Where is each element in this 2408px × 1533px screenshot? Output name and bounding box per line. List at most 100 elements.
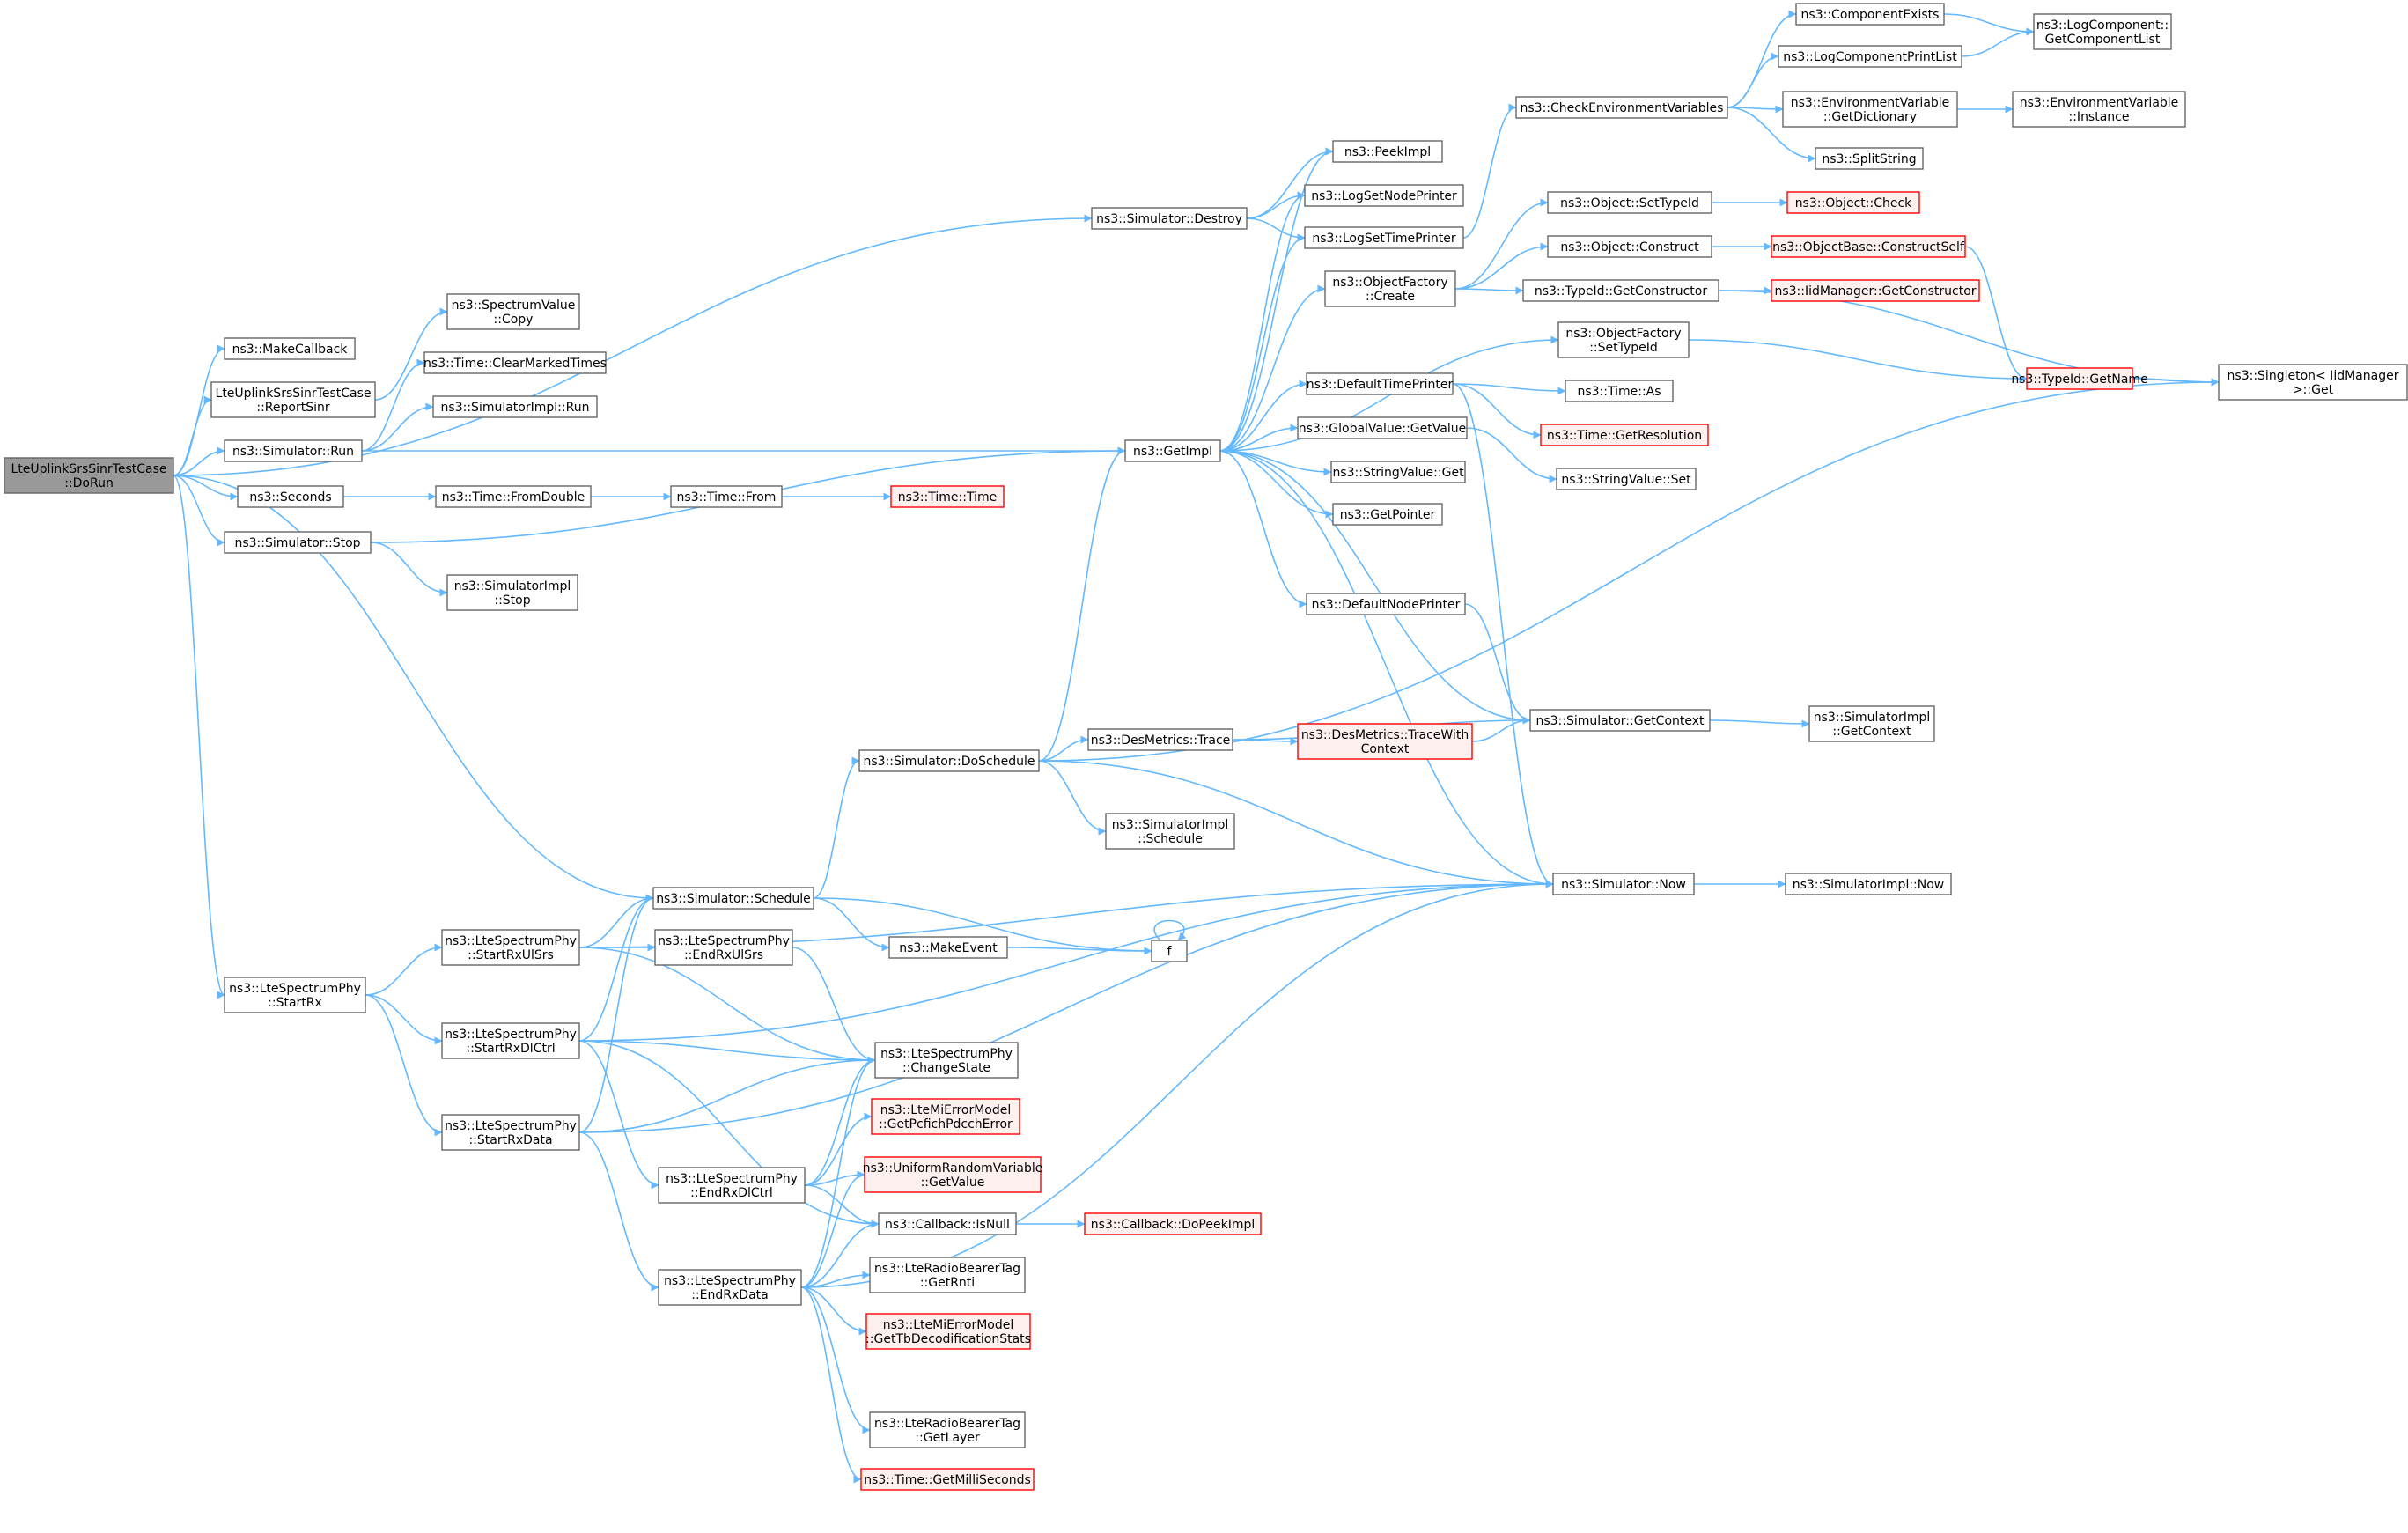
node-changeState[interactable]: ns3::LteSpectrumPhy::ChangeState xyxy=(874,1042,1019,1079)
node-gvGetValue[interactable]: ns3::GlobalValue::GetValue xyxy=(1297,416,1468,439)
node-cbIsNull[interactable]: ns3::Callback::IsNull xyxy=(878,1212,1017,1235)
node-compExists[interactable]: ns3::ComponentExists xyxy=(1795,3,1945,26)
node-implSchedule[interactable]: ns3::SimulatorImpl::Schedule xyxy=(1105,813,1235,850)
node-rbtGetLayer[interactable]: ns3::LteRadioBearerTag::GetLayer xyxy=(869,1411,1026,1448)
node-constructSelf[interactable]: ns3::ObjectBase::ConstructSelf xyxy=(1771,235,1966,258)
edge-endRxData-to-getMilli xyxy=(800,1286,862,1484)
node-envGetDict[interactable]: ns3::EnvironmentVariable::GetDictionary xyxy=(1782,91,1958,128)
node-getMilli[interactable]: ns3::Time::GetMilliSeconds xyxy=(860,1468,1035,1491)
node-objSetTypeId[interactable]: ns3::Object::SetTypeId xyxy=(1547,191,1712,214)
node-objCheck[interactable]: ns3::Object::Check xyxy=(1786,191,1920,214)
node-logSetNode[interactable]: ns3::LogSetNodePrinter xyxy=(1304,184,1464,207)
node-label: ns3::LteSpectrumPhy xyxy=(880,1047,1013,1061)
node-svGet[interactable]: ns3::StringValue::Get xyxy=(1330,461,1466,483)
node-box xyxy=(658,1167,806,1204)
edge-doRun-to-simRun xyxy=(173,446,225,476)
node-seconds[interactable]: ns3::Seconds xyxy=(237,485,344,508)
node-timeFrom[interactable]: ns3::Time::From xyxy=(670,485,783,508)
node-fromDouble[interactable]: ns3::Time::FromDouble xyxy=(435,485,592,508)
node-label: ns3::LteSpectrumPhy xyxy=(658,934,790,948)
node-svSet[interactable]: ns3::StringValue::Set xyxy=(1556,468,1697,490)
node-timeTime[interactable]: ns3::Time::Time xyxy=(890,485,1005,508)
node-getPointer[interactable]: ns3::GetPointer xyxy=(1332,503,1443,526)
node-f[interactable]: f xyxy=(1151,940,1188,962)
node-logSetTime[interactable]: ns3::LogSetTimePrinter xyxy=(1304,226,1464,249)
node-startRxDlCtrl[interactable]: ns3::LteSpectrumPhy::StartRxDlCtrl xyxy=(441,1022,580,1059)
node-makeEvent[interactable]: ns3::MakeEvent xyxy=(888,936,1008,959)
edge-endRxData-to-urvGetValue xyxy=(800,1170,865,1288)
node-endRxDlCtrl[interactable]: ns3::LteSpectrumPhy::EndRxDlCtrl xyxy=(658,1167,806,1204)
node-box xyxy=(1105,813,1235,850)
node-endRxData[interactable]: ns3::LteSpectrumPhy::EndRxData xyxy=(658,1269,802,1306)
edge-simGetContext-to-implGetContext xyxy=(1709,719,1810,728)
node-ofSetTypeId[interactable]: ns3::ObjectFactory::SetTypeId xyxy=(1557,321,1690,358)
node-label: ns3::LteSpectrumPhy xyxy=(666,1172,798,1186)
node-box xyxy=(1552,873,1695,895)
edge-getImpl-to-peekImpl xyxy=(1219,147,1334,452)
node-tidGetCtor[interactable]: ns3::TypeId::GetConstructor xyxy=(1522,279,1719,302)
node-box xyxy=(224,977,366,1013)
node-defTimePrinter[interactable]: ns3::DefaultTimePrinter xyxy=(1306,372,1454,395)
node-makeCallback[interactable]: ns3::MakeCallback xyxy=(224,337,356,360)
node-iidGetCtor[interactable]: ns3::IidManager::GetConstructor xyxy=(1771,279,1980,302)
node-logCompList[interactable]: ns3::LogComponent::GetComponentList xyxy=(2033,13,2172,50)
node-logCompPrint[interactable]: ns3::LogComponentPrintList xyxy=(1778,45,1962,68)
node-getImpl[interactable]: ns3::GetImpl xyxy=(1124,439,1221,462)
node-simDestroy[interactable]: ns3::Simulator::Destroy xyxy=(1091,207,1248,230)
node-objConstruct[interactable]: ns3::Object::Construct xyxy=(1547,235,1712,258)
node-defNodePrinter[interactable]: ns3::DefaultNodePrinter xyxy=(1306,593,1466,615)
node-implStop[interactable]: ns3::SimulatorImpl::Stop xyxy=(446,574,578,611)
node-simNow[interactable]: ns3::Simulator::Now xyxy=(1552,873,1695,895)
node-clearMarked[interactable]: ns3::Time::ClearMarkedTimes xyxy=(423,351,607,374)
node-splitString[interactable]: ns3::SplitString xyxy=(1815,147,1924,170)
node-startRxData[interactable]: ns3::LteSpectrumPhy::StartRxData xyxy=(441,1114,580,1151)
node-label: ns3::LteSpectrumPhy xyxy=(445,1028,577,1042)
node-box xyxy=(1304,184,1464,207)
edge-simDestroy-to-peekImpl xyxy=(1246,147,1334,219)
node-label: ns3::ObjectFactory xyxy=(1565,327,1681,341)
node-singletonGet[interactable]: ns3::Singleton< IidManager >::Get xyxy=(2218,364,2408,401)
node-box xyxy=(1565,380,1674,402)
node-endRxUlSrs[interactable]: ns3::LteSpectrumPhy::EndRxUlSrs xyxy=(654,929,793,966)
node-doSchedule[interactable]: ns3::Simulator::DoSchedule xyxy=(858,749,1040,772)
node-timeAs[interactable]: ns3::Time::As xyxy=(1565,380,1674,402)
node-box xyxy=(1529,709,1711,732)
node-peekImpl[interactable]: ns3::PeekImpl xyxy=(1332,140,1443,163)
node-label: ns3::Simulator::GetContext xyxy=(1535,714,1705,728)
edge-doRun-to-startRx xyxy=(173,475,225,999)
node-envInstance[interactable]: ns3::EnvironmentVariable::Instance xyxy=(2012,91,2186,128)
node-simStop[interactable]: ns3::Simulator::Stop xyxy=(224,531,372,554)
node-ofCreate[interactable]: ns3::ObjectFactory::Create xyxy=(1324,270,1456,307)
node-box xyxy=(441,929,580,966)
node-pcfich[interactable]: ns3::LteMiErrorModel::GetPcfichPdcchErro… xyxy=(871,1098,1020,1135)
node-label: Context xyxy=(1361,742,1410,756)
node-box xyxy=(1815,147,1924,170)
node-simRun[interactable]: ns3::Simulator::Run xyxy=(224,439,363,462)
edge-startRxData-to-changeState xyxy=(578,1056,876,1133)
node-checkEnv[interactable]: ns3::CheckEnvironmentVariables xyxy=(1515,96,1728,119)
node-reportSinr[interactable]: LteUplinkSrsSinrTestCase::ReportSinr xyxy=(210,381,376,418)
node-cbDoPeek[interactable]: ns3::Callback::DoPeekImpl xyxy=(1084,1212,1262,1235)
node-tbDecod[interactable]: ns3::LteMiErrorModel::GetTbDecodificatio… xyxy=(865,1313,1031,1350)
node-urvGetValue[interactable]: ns3::UniformRandomVariable::GetValue xyxy=(863,1156,1043,1193)
node-label: ::EndRxData xyxy=(691,1288,768,1302)
node-specCopy[interactable]: ns3::SpectrumValue::Copy xyxy=(446,293,580,330)
node-tidGetName[interactable]: ns3::TypeId::GetName xyxy=(2011,367,2148,390)
node-implNow[interactable]: ns3::SimulatorImpl::Now xyxy=(1785,873,1952,895)
node-label: ::GetValue xyxy=(921,1176,985,1190)
node-implGetContext[interactable]: ns3::SimulatorImpl::GetContext xyxy=(1808,705,1935,742)
node-implRun[interactable]: ns3::SimulatorImpl::Run xyxy=(432,395,598,418)
node-rbtGetRnti[interactable]: ns3::LteRadioBearerTag::GetRnti xyxy=(869,1257,1026,1293)
node-box xyxy=(2033,13,2172,50)
node-startRxUlSrs[interactable]: ns3::LteSpectrumPhy::StartRxUlSrs xyxy=(441,929,580,966)
node-box xyxy=(890,485,1005,508)
node-label: ns3::LogSetNodePrinter xyxy=(1311,189,1457,203)
node-simGetContext[interactable]: ns3::Simulator::GetContext xyxy=(1529,709,1711,732)
node-label: ns3::Simulator::Destroy xyxy=(1096,212,1242,226)
node-simSchedule[interactable]: ns3::Simulator::Schedule xyxy=(652,887,814,910)
node-startRx[interactable]: ns3::LteSpectrumPhy::StartRx xyxy=(224,977,366,1013)
node-timeGetRes[interactable]: ns3::Time::GetResolution xyxy=(1540,424,1709,446)
node-desTrace[interactable]: ns3::DesMetrics::Trace xyxy=(1087,728,1233,751)
edge-defTimePrinter-to-timeGetRes xyxy=(1452,383,1542,439)
